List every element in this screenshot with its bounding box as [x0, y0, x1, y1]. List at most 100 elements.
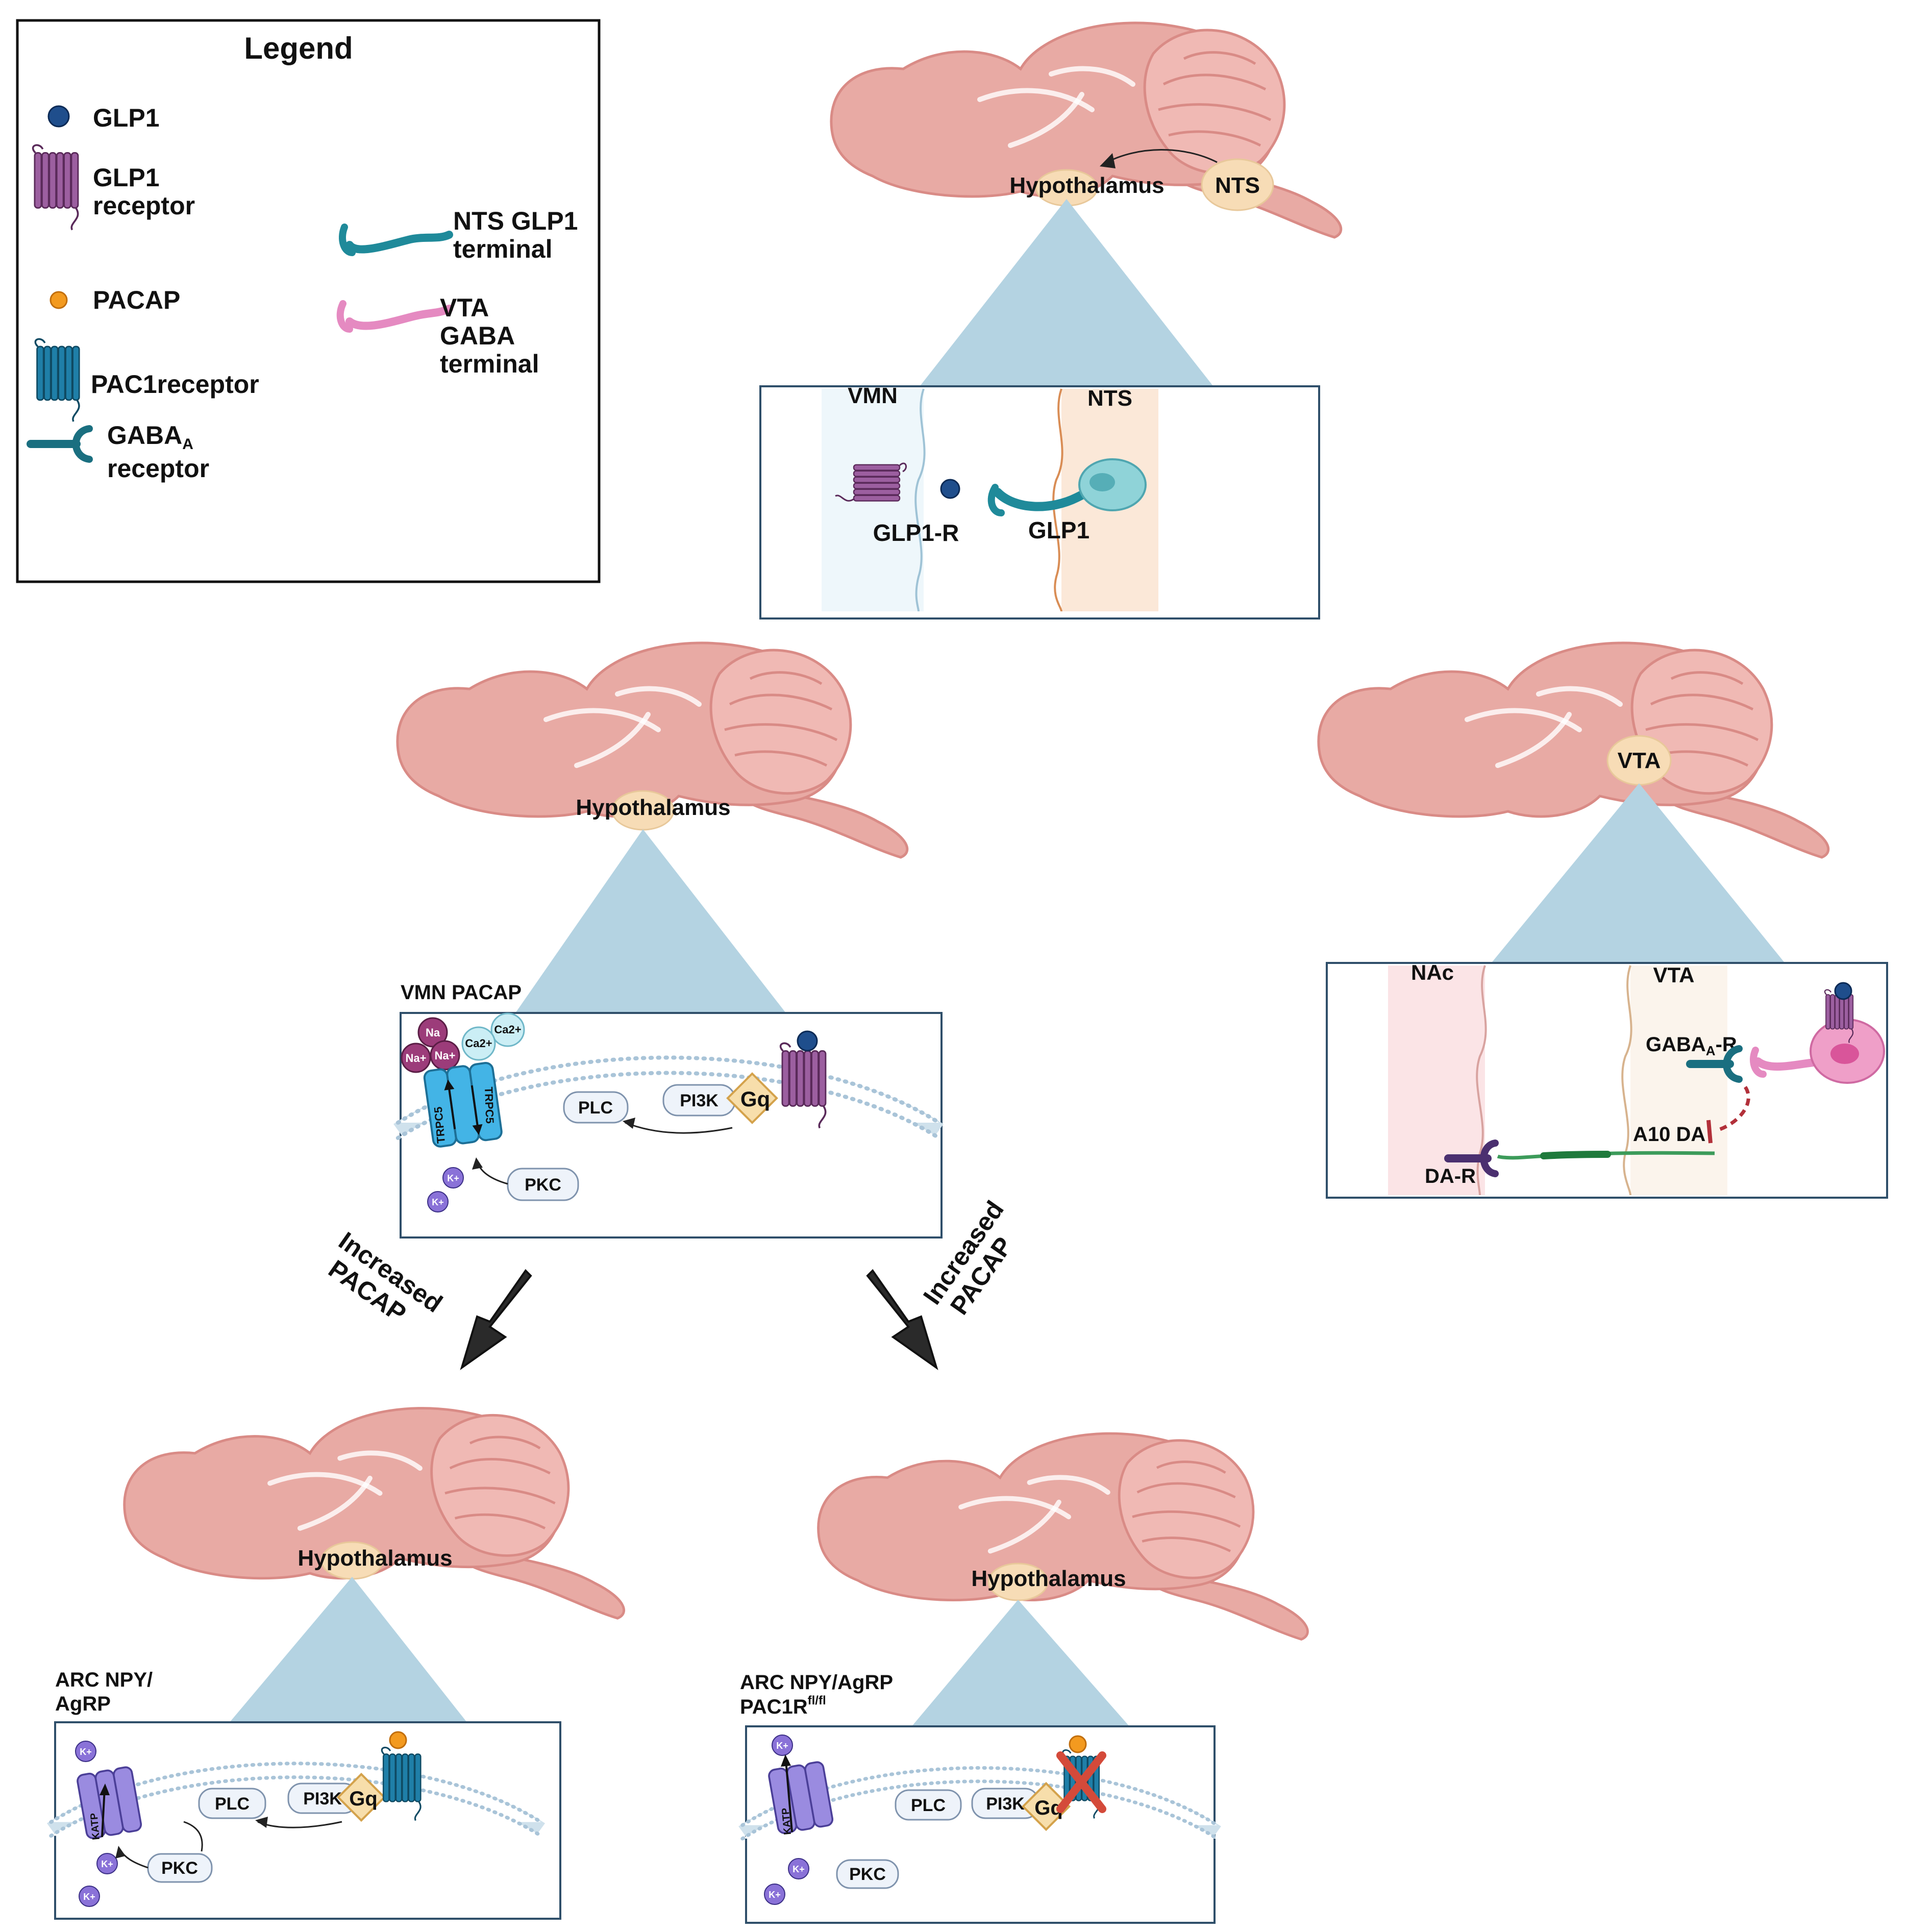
bottom-right-k-ion-2 — [788, 1858, 809, 1879]
top-section: Hypothalamus NTS VMN NTS GLP1-R GLP1 — [759, 23, 1341, 620]
vta-gaba-a-receptor-icon — [1686, 1045, 1743, 1083]
middle-na-label-1: Na — [426, 1026, 440, 1039]
vta-inhibition-bar — [1706, 1120, 1713, 1144]
bottom-left-title-2: AgRP — [55, 1693, 111, 1715]
bottom-left-zoom-cone — [230, 1577, 467, 1722]
bottom-right-k-ion-3 — [764, 1884, 785, 1905]
vta-dar-label: DA-R — [1425, 1165, 1476, 1187]
bottom-left-gq-label: Gq — [349, 1788, 378, 1810]
legend-nts-terminal-1: NTS GLP1 — [453, 207, 578, 235]
bottom-right-pkc-label: PKC — [849, 1865, 886, 1884]
middle-trpc5-channel — [423, 1062, 503, 1148]
top-panel-vmn-label: VMN — [848, 383, 898, 408]
middle-trpc5-label-right: TRPC5 — [482, 1086, 497, 1124]
bottom-right-section: Hypothalamus ARC NPY/AgRP PAC1Rfl/fl K+ … — [740, 1433, 1308, 1924]
bottom-right-k-label-2: K+ — [792, 1864, 805, 1874]
arrow-right-icon — [866, 1269, 938, 1370]
middle-ca-label-1: Ca2+ — [494, 1023, 521, 1036]
middle-na-label-2: Na+ — [435, 1049, 456, 1062]
glp1-legend-icon — [47, 105, 70, 128]
top-nts-label: NTS — [1215, 173, 1260, 198]
bottom-right-title-2: PAC1Rfl/fl — [740, 1694, 826, 1718]
bottom-left-pkc-arrow — [183, 1821, 203, 1852]
top-brain — [831, 23, 1341, 237]
middle-zoom-cone — [515, 829, 786, 1013]
middle-plc-pill — [563, 1091, 629, 1124]
middle-k-ion-1 — [442, 1167, 464, 1188]
bottom-left-k-ion-3 — [79, 1886, 100, 1907]
bottom-left-gq-diamond — [336, 1772, 386, 1822]
middle-glp1-icon — [797, 1030, 818, 1052]
middle-panel-title: VMN PACAP — [401, 981, 522, 1004]
top-panel-nts-label: NTS — [1087, 386, 1132, 411]
top-glp1r-label: GLP1-R — [873, 519, 959, 546]
vta-glp1-icon — [1834, 982, 1852, 1000]
middle-hypothalamus-label: Hypothalamus — [576, 795, 730, 820]
vta-section: VTA NAc VTA GABAA-R A10 DA DA-R — [1319, 643, 1888, 1199]
vta-gaba-terminal-legend-icon — [336, 300, 453, 333]
bottom-right-katp-channel — [767, 1760, 835, 1835]
bottom-left-katp-label: KATP — [88, 1813, 102, 1841]
middle-k-label-1: K+ — [447, 1173, 459, 1183]
bottom-right-k-ion-1 — [772, 1735, 793, 1756]
bottom-left-plc-label: PLC — [215, 1794, 250, 1814]
middle-pkc-pill — [507, 1168, 579, 1201]
middle-ca-ion-1 — [490, 1012, 525, 1047]
vta-a10-label: A10 DA — [1633, 1123, 1705, 1146]
legend-vta-terminal-2: GABA — [440, 321, 515, 350]
nts-glp1-terminal-legend-icon — [339, 224, 453, 256]
top-zoom-cone — [919, 199, 1215, 388]
bottom-left-brain — [125, 1408, 624, 1619]
legend: Legend GLP1 GLP1 receptor PACAP PAC1rece… — [16, 19, 601, 583]
legend-pacap: PACAP — [93, 286, 180, 314]
bottom-right-zoom-cone — [911, 1600, 1130, 1727]
bottom-left-pacap-icon — [389, 1731, 407, 1749]
middle-section: Hypothalamus VMN PACAP Na Na+ Na+ Ca2+ C… — [398, 643, 942, 1239]
vta-da-receptor-icon — [1444, 1140, 1499, 1177]
bottom-left-section: Hypothalamus ARC NPY/ AgRP K+ KATP K+ K+… — [51, 1408, 624, 1920]
arrow-left-icon — [460, 1269, 532, 1370]
middle-na-label-3: Na+ — [406, 1052, 427, 1064]
vta-brain — [1319, 643, 1828, 857]
bottom-right-hypothalamus-label: Hypothalamus — [971, 1566, 1126, 1591]
bottom-left-k-ion-1 — [75, 1741, 96, 1762]
legend-glp1-receptor-1: GLP1 — [93, 163, 160, 192]
bottom-left-title-1: ARC NPY/ — [55, 1669, 153, 1691]
middle-k-ion-2 — [427, 1191, 449, 1212]
legend-pac1-receptor: PAC1receptor — [91, 370, 259, 399]
middle-pkc-label: PKC — [525, 1175, 561, 1195]
middle-plc-label: PLC — [578, 1098, 613, 1118]
legend-vta-terminal-3: terminal — [440, 350, 539, 378]
bottom-right-knockout-x-icon — [1056, 1751, 1106, 1813]
bottom-left-k-label-3: K+ — [83, 1892, 95, 1902]
bottom-right-title-1: ARC NPY/AgRP — [740, 1671, 893, 1694]
vta-region-label: VTA — [1618, 748, 1661, 773]
middle-gq-label: Gq — [740, 1087, 770, 1111]
bottom-right-k-label-1: K+ — [776, 1741, 788, 1751]
bottom-right-gq-diamond — [1021, 1781, 1071, 1831]
middle-na-ion-3 — [401, 1043, 431, 1073]
legend-title: Legend — [244, 31, 353, 65]
bottom-right-pi3k-label: PI3K — [986, 1794, 1025, 1814]
top-nts-projection-arrow — [1104, 149, 1218, 164]
top-nts-neuron — [987, 458, 1147, 516]
bottom-right-brain — [819, 1433, 1308, 1639]
top-glp1-icon — [940, 479, 960, 499]
bottom-left-pkc-pill — [147, 1853, 213, 1883]
bottom-right-pkc-pill — [836, 1859, 899, 1889]
bottom-left-pkc-label: PKC — [161, 1859, 198, 1878]
pacap-legend-icon — [49, 291, 68, 309]
vta-inhibition-dashed — [1716, 1086, 1750, 1132]
bottom-left-k-label-1: K+ — [80, 1747, 92, 1757]
bottom-left-hypothalamus-label: Hypothalamus — [298, 1546, 452, 1571]
vta-gabaar-label: GABAA-R — [1646, 1033, 1737, 1058]
bottom-left-pi3k-label: PI3K — [303, 1789, 342, 1809]
middle-k-label-2: K+ — [432, 1197, 444, 1207]
middle-ca-label-2: Ca2+ — [465, 1037, 492, 1050]
bottom-left-plc-pill — [198, 1788, 266, 1819]
top-hypothalamus-label: Hypothalamus — [1009, 173, 1164, 198]
legend-gaba-a-2: receptor — [107, 454, 209, 483]
top-arrowhead-icon — [1100, 153, 1116, 168]
bottom-left-k-label-2: K+ — [101, 1859, 113, 1869]
legend-gaba-a-1: GABAA — [107, 421, 193, 453]
